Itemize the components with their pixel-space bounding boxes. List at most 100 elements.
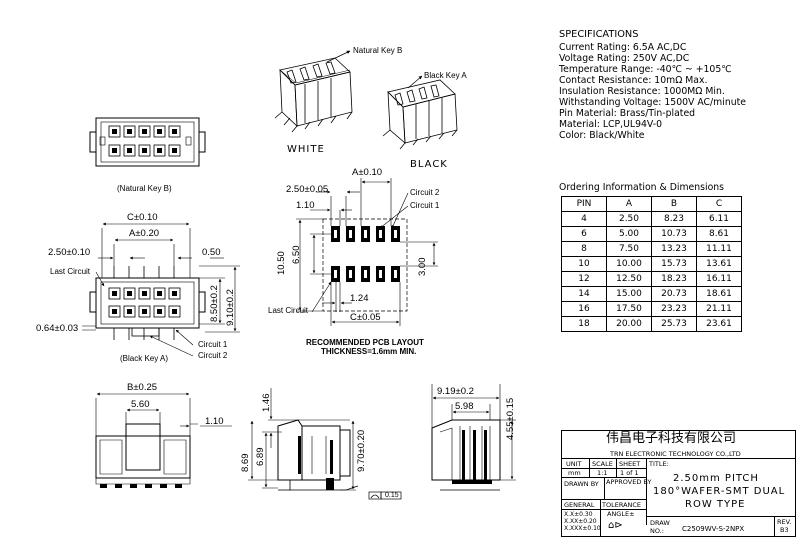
dim-455: 4.55±0.15 [505,397,516,440]
table-cell: 16.11 [696,271,742,287]
iso-black-leader [407,75,423,89]
table-cell: 20.00 [606,316,652,332]
unit-label: UNIT [566,460,582,468]
general-label: GENERAL [564,501,595,509]
company-name-cn: 伟昌电子科技有限公司 [606,431,737,446]
dim-015: 0.15 [385,492,399,499]
spec-line: Current Rating: 6.5A AC,DC [559,42,687,53]
spec-line: Temperature Range: -40℃ ~ +105℃ [559,64,732,75]
natural-key-b-label: Natural Key B [353,46,403,55]
table-cell: 18.61 [696,286,742,302]
dim-850: 8.50±0.2 [209,285,220,322]
spec-line: Contact Resistance: 10mΩ Max. [559,75,708,86]
dim-300: 3.00 [417,257,428,277]
spec-line: Withstanding Voltage: 1500V AC/minute [559,97,746,108]
scale-label: SCALE [592,460,613,468]
top-view-black-key-a [82,222,240,357]
table-cell: 23.23 [651,301,697,317]
table-cell: 8 [561,241,607,257]
dim-124: 1.24 [350,293,369,304]
pcb-circuit-2-label: Circuit 2 [410,188,440,197]
pcb-layout-title: RECOMMENDED PCB LAYOUT [306,338,424,347]
projection-symbol-icon: ⌂⊳ [608,520,623,531]
iso-white-leader [326,50,351,63]
dim-c-010: C±0.10 [127,212,158,223]
table-cell: 25.73 [651,316,697,332]
side-view-right [431,384,516,491]
black-key-a-caption: (Black Key A) [120,354,169,363]
circuit-1-label: Circuit 1 [198,340,228,349]
dim-a-020: A±0.20 [129,228,160,239]
table-cell: 5.00 [606,226,652,242]
drawing-title-line-3: ROW TYPE [685,499,746,510]
table-header: C [696,196,742,212]
spec-line: Voltage Rating: 250V AC,DC [559,53,690,64]
unit-value: mm [568,469,581,477]
last-circuit-label: Last Circuit [50,267,91,276]
black-label: BLACK [410,159,448,170]
table-cell: 15.00 [606,286,652,302]
table-cell: 10.73 [651,226,697,242]
dim-910: 9.10±0.2 [225,289,236,326]
dim-146: 1.46 [261,393,272,413]
angle-label: ANGLE± [607,510,635,518]
tolerance-2: X.XX±0.20 [564,518,597,525]
table-cell: 6 [561,226,607,242]
dim-064: 0.64±0.03 [36,323,79,334]
table-cell: 10.00 [606,256,652,272]
approved-by-label: APPROVED BY [606,478,652,486]
sheet-label: SHEET [619,460,641,468]
dim-598: 5.98 [455,401,474,412]
drawing-title-line-2: 180°WAFER-SMT DUAL [653,486,786,497]
table-cell: 8.61 [696,226,742,242]
table-cell: 20.73 [651,286,697,302]
tolerance-3: X.XXX±0.10 [564,525,601,532]
dim-970: 9.70±0.20 [356,429,367,472]
tolerance-1: X.X±0.30 [564,511,593,518]
pcb-last-circuit-label: Last Circuit [268,306,309,315]
table-cell: 18.23 [651,271,697,287]
table-cell: 15.73 [651,256,697,272]
pcb-circuit-1-label: Circuit 1 [410,201,440,210]
table-cell: 6.11 [696,211,742,227]
table-cell: 18 [561,316,607,332]
table-cell: 14 [561,286,607,302]
table-cell: 12.50 [606,271,652,287]
dim-050: 0.50 [202,247,221,258]
table-cell: 13.23 [651,241,697,257]
table-header: A [606,196,652,212]
spec-line: Insulation Resistance: 1000MΩ Min. [559,86,725,97]
dim-650: 6.50 [291,245,302,265]
dim-110-pcb: 1.10 [296,200,315,211]
dim-pitch-250-010: 2.50±0.10 [48,247,91,258]
table-cell: 2.50 [606,211,652,227]
dim-c-005: C±0.05 [350,312,381,323]
dim-560: 5.60 [131,399,150,410]
table-cell: 23.61 [696,316,742,332]
dim-pitch-250-005: 2.50±0.05 [286,184,329,195]
table-cell: 21.11 [696,301,742,317]
table-cell: 7.50 [606,241,652,257]
spec-line: Color: Black/White [559,130,645,141]
iso-white-connector [274,57,353,133]
scale-value: 1:1 [597,469,608,477]
table-header: PIN [561,196,607,212]
table-header-row: PIN A B C [561,196,742,212]
top-view-natural-key-b [89,117,206,167]
table-cell: 16 [561,301,607,317]
dim-b-025: B±0.25 [127,382,158,393]
table-cell: 11.11 [696,241,742,257]
iso-black-connector [382,79,458,150]
specs-title: SPECIFICATIONS [559,29,639,40]
table-cell: 10 [561,256,607,272]
